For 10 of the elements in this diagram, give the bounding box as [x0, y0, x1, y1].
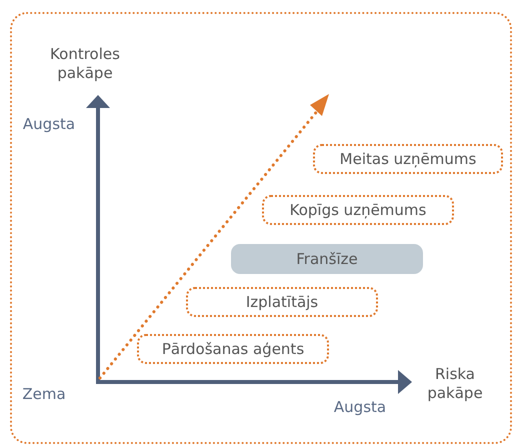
dotted-rounded-box: Izplatītājs: [186, 287, 378, 317]
axis-title: Riska pakāpe: [426, 365, 484, 403]
dotted-rounded-box: Kopīgs uzņēmums: [262, 195, 454, 225]
dotted-rounded-box: Meitas uzņēmums: [313, 144, 503, 174]
dotted-rounded-box: Pārdošanas aģents: [137, 334, 329, 364]
axis-title: Kontroles pakāpe: [49, 45, 121, 83]
filled-rounded-box: Franšīze: [231, 244, 423, 274]
axis-value-label: Augsta: [332, 398, 388, 417]
axis-value-label: Augsta: [22, 115, 76, 134]
axis-value-label: Zema: [21, 385, 67, 404]
